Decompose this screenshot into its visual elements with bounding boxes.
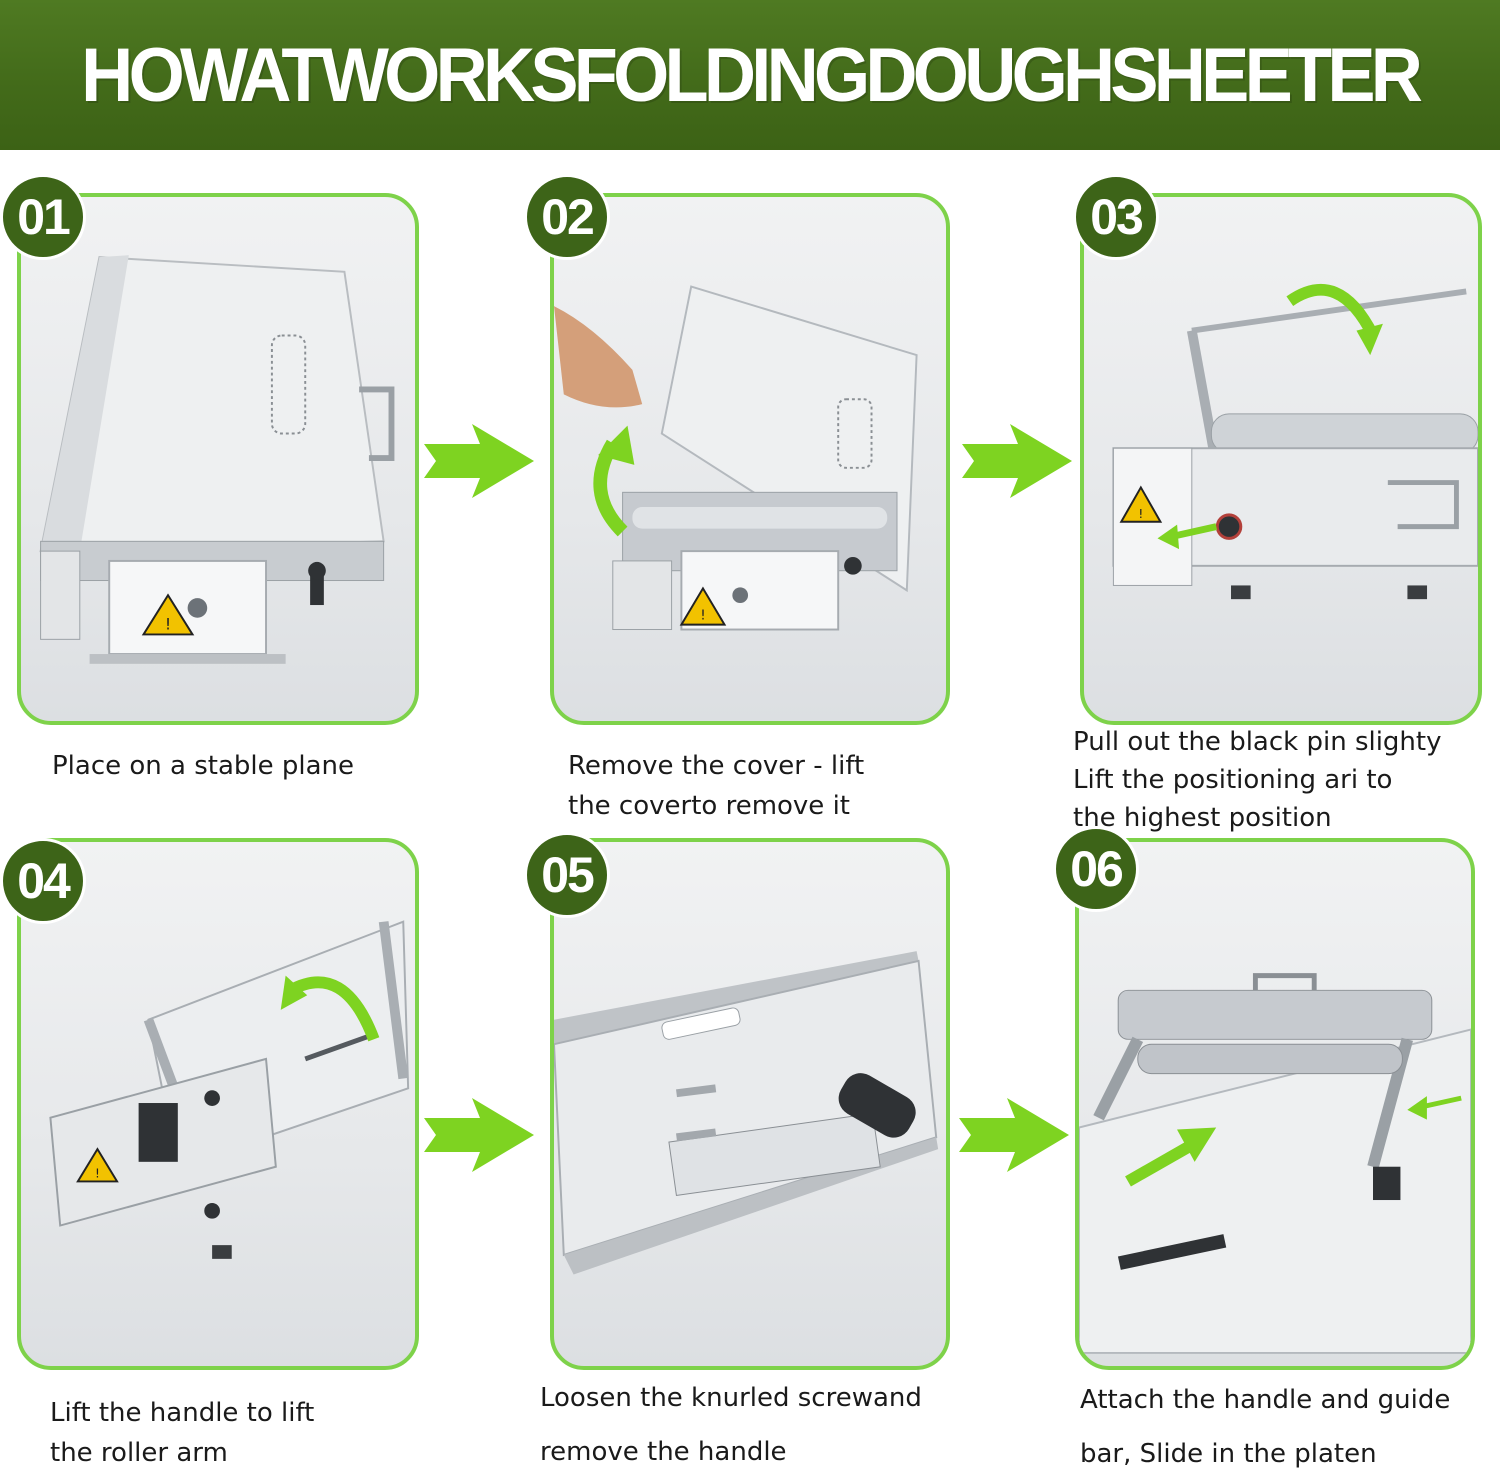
step-05-badge: 05 [524, 832, 610, 918]
step-06-photo [1075, 838, 1475, 1370]
svg-text:!: ! [700, 608, 706, 624]
next-arrow-icon [424, 1098, 534, 1172]
step-04-photo: ! [17, 838, 419, 1370]
step-04-caption: Lift the handle to lift the roller arm [50, 1398, 315, 1468]
next-arrow-icon [962, 424, 1072, 498]
machine-cover-lift-illustration: ! [554, 285, 918, 631]
svg-text:!: ! [1138, 507, 1143, 522]
step-02-badge: 02 [524, 174, 610, 260]
machine-closed-illustration: ! [39, 255, 395, 664]
step-05-caption: Loosen the knurled screwand remove the h… [540, 1383, 922, 1467]
title-banner: HOWATWORKSFOLDINGDOUGHSHEETER [0, 0, 1500, 150]
warning-sign-icon: ! [679, 586, 727, 626]
step-06-caption: Attach the handle and guide bar, Slide i… [1080, 1385, 1451, 1469]
next-arrow-icon [959, 1098, 1069, 1172]
warning-sign-icon: ! [76, 1147, 119, 1183]
svg-text:!: ! [95, 1167, 100, 1182]
step-03-badge: 03 [1073, 174, 1159, 260]
warning-sign-icon: ! [141, 593, 195, 636]
step-02-caption: Remove the cover - lift the coverto remo… [568, 751, 865, 821]
svg-text:!: ! [165, 615, 171, 634]
curved-arrow-icon [1286, 283, 1379, 339]
warning-sign-icon: ! [1119, 485, 1163, 523]
step-03-caption: Pull out the black pin slighty Lift the … [1073, 727, 1442, 833]
page-title: HOWATWORKSFOLDINGDOUGHSHEETER [81, 32, 1424, 118]
step-06-badge: 06 [1053, 826, 1139, 912]
machine-remove-handle-illustration [554, 951, 939, 1275]
step-02-photo: ! [550, 193, 950, 725]
step-05-photo [550, 838, 950, 1370]
next-arrow-icon [424, 424, 534, 498]
machine-attach-platen-illustration [1079, 973, 1471, 1354]
step-01-photo: ! [17, 193, 419, 725]
machine-positioning-arm-illustration: ! [1112, 283, 1478, 600]
machine-roller-arm-illustration: ! [49, 920, 410, 1259]
step-04-badge: 04 [0, 838, 86, 924]
step-01-caption: Place on a stable plane [52, 751, 355, 781]
curved-arrow-icon [287, 976, 380, 1042]
step-01-badge: 01 [0, 174, 86, 260]
step-03-photo: ! [1080, 193, 1482, 725]
